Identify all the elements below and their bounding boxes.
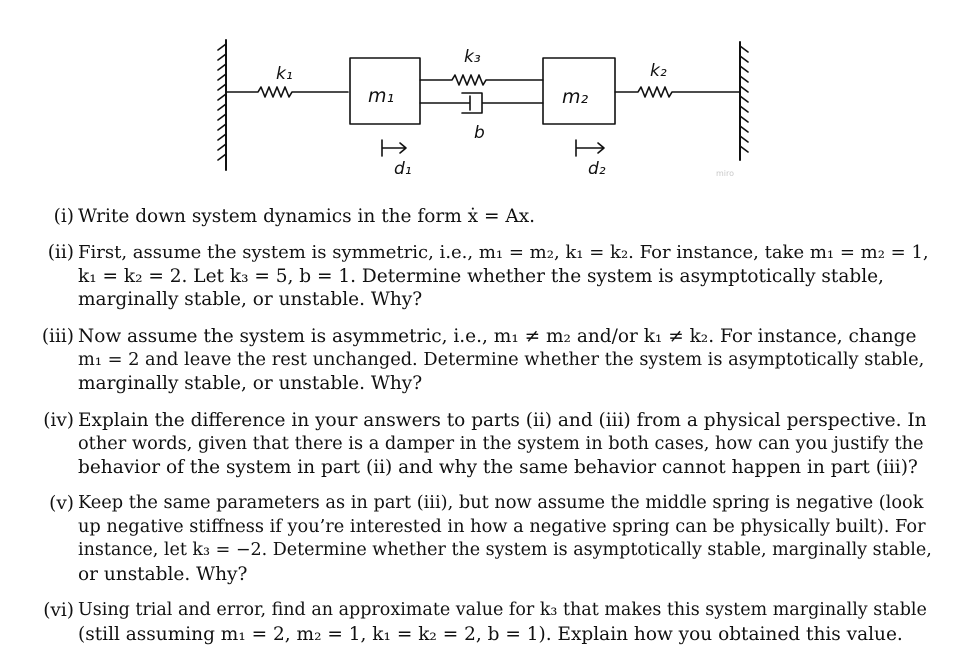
problem-number: (iv)	[43, 410, 74, 431]
watermark: miro	[716, 169, 734, 178]
problem-line: Using trial and error, find an approxima…	[78, 600, 927, 620]
problem-line: Now assume the system is asymmetric, i.e…	[78, 326, 917, 347]
problem-line: instance, let k₃ = −2. Determine whether…	[78, 540, 932, 560]
problem-text: Now assume the system is asymmetric, i.e…	[78, 325, 934, 396]
problem-number: (i)	[53, 206, 74, 227]
right-wall-hatching	[739, 45, 749, 153]
mass-m2	[542, 57, 616, 125]
problem-text: Write down system dynamics in the form ẋ…	[78, 205, 934, 229]
left-wall-hatching	[217, 43, 227, 161]
problem-line: behavior of the system in part (ii) and …	[78, 457, 918, 478]
mass-m1	[349, 57, 421, 125]
problem-line: First, assume the system is symmetric, i…	[78, 242, 929, 263]
problem-number: (ii)	[47, 242, 74, 263]
problem-number: (iii)	[41, 326, 74, 347]
problem-line: (still assuming m₁ = 2, m₂ = 1, k₁ = k₂ …	[78, 623, 903, 645]
problem-line: Keep the same parameters as in part (iii…	[78, 493, 924, 513]
problem-line: Explain the difference in your answers t…	[78, 410, 927, 431]
label-m1: m₁	[368, 85, 394, 107]
arrow-d2	[575, 139, 605, 157]
label-m2: m₂	[562, 86, 589, 108]
problem-text: Using trial and error, find an approxima…	[78, 599, 934, 646]
damper-b	[419, 92, 544, 114]
problem-line: marginally stable, or unstable. Why?	[78, 373, 423, 394]
mass-spring-damper-diagram: k₁ k₃ k₂ m₁ m₂ b d₁ d₂ miro	[217, 39, 749, 179]
spring-k3	[419, 74, 544, 86]
problem-text: Keep the same parameters as in part (iii…	[78, 492, 934, 586]
problem-line: Write down system dynamics in the form ẋ…	[78, 206, 536, 227]
problem-number: (v)	[49, 493, 74, 514]
problem-text: First, assume the system is symmetric, i…	[78, 241, 934, 312]
problem-line: up negative stiffness if you’re interest…	[78, 516, 926, 537]
spring-k2	[614, 86, 741, 98]
problem-text: Explain the difference in your answers t…	[78, 409, 934, 480]
label-k3: k₃	[464, 47, 481, 67]
label-d1: d₁	[394, 159, 412, 179]
label-d2: d₂	[588, 159, 606, 179]
problem-line: or unstable. Why?	[78, 563, 248, 585]
problem-number: (vi)	[43, 600, 74, 621]
arrow-d1	[381, 139, 407, 157]
label-k1: k₁	[276, 64, 293, 84]
label-b: b	[474, 123, 485, 143]
label-k2: k₂	[650, 61, 667, 81]
problem-line: k₁ = k₂ = 2. Let k₃ = 5, b = 1. Determin…	[78, 265, 884, 287]
spring-k1	[225, 86, 349, 98]
problem-line: other words, given that there is a dampe…	[78, 433, 924, 454]
problem-line: marginally stable, or unstable. Why?	[78, 289, 423, 310]
problem-line: m₁ = 2 and leave the rest unchanged. Det…	[78, 349, 925, 370]
